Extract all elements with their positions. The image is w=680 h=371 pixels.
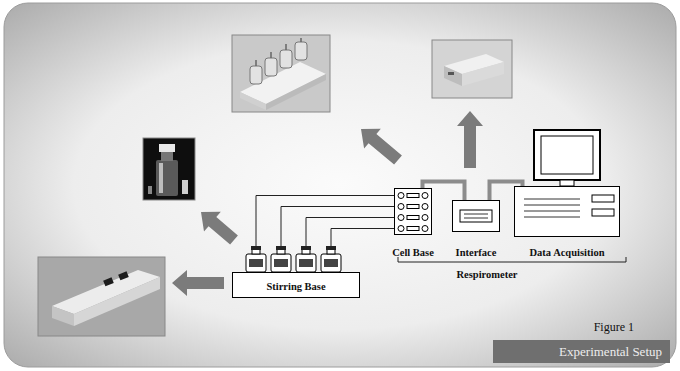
cell-base-photo-part xyxy=(250,66,262,84)
interface-photo-part xyxy=(432,40,512,98)
pointer-arrow xyxy=(361,129,402,165)
shape-outline-part xyxy=(398,226,404,232)
shape-outline-part xyxy=(453,201,500,232)
label-holder: Data Acquisition xyxy=(514,242,620,260)
shape-outline-part xyxy=(321,254,341,272)
shape-outline-part xyxy=(407,216,419,220)
component-label: Cell Base xyxy=(392,246,434,259)
stirring-photo-part xyxy=(38,257,165,336)
cell-base-box: Cell Base xyxy=(389,188,437,260)
pointer-arrow xyxy=(201,212,238,245)
stirring-base-box: Stirring Base xyxy=(232,246,360,298)
bottle-photo-part xyxy=(161,151,173,161)
component-label: Interface xyxy=(456,246,497,259)
pointer-arrow xyxy=(172,270,224,296)
stirring-photo-part xyxy=(52,306,74,326)
shape-outline-part xyxy=(592,209,614,216)
shape-outline-part xyxy=(422,204,428,210)
shape-outline-part xyxy=(422,215,428,221)
bottle-photo xyxy=(143,138,195,200)
shape-outline-part xyxy=(395,189,432,235)
shape-outline-part xyxy=(398,193,404,199)
bottle-photo-part xyxy=(143,138,195,200)
bottle-cap xyxy=(276,246,286,250)
component-label: Stirring Base xyxy=(266,280,325,293)
bottle-cap xyxy=(301,246,311,250)
bottle-photo-part xyxy=(148,186,152,194)
shape-outline-part xyxy=(324,259,338,267)
shape-outline-part xyxy=(271,254,291,272)
shape-outline-part xyxy=(460,210,492,222)
cell-base-photo-part xyxy=(256,38,301,66)
pointer-arrow xyxy=(457,111,483,168)
stirring-photo-part xyxy=(74,277,160,326)
cell-base-photo-part xyxy=(265,58,277,76)
shape-outline-part xyxy=(398,204,404,210)
shape-outline-part xyxy=(407,194,419,198)
shape-outline-part xyxy=(560,180,574,186)
stirring-photo-part xyxy=(103,277,114,286)
shape-outline-part xyxy=(296,254,316,272)
shape-outline-part xyxy=(534,130,600,180)
shape-outline-part xyxy=(299,259,313,267)
label-holder: Interface xyxy=(452,242,500,260)
interface-photo-part xyxy=(448,72,454,75)
shape-outline xyxy=(514,129,620,237)
shape-outline-part xyxy=(407,227,419,231)
cell-base-photo xyxy=(232,35,330,112)
shape-holder xyxy=(394,188,432,235)
tubing-line xyxy=(256,196,395,247)
stirring-photo xyxy=(38,257,165,336)
shape-outline-part xyxy=(274,259,288,267)
interface-photo xyxy=(432,40,512,98)
shape-outline-part xyxy=(407,205,419,209)
bottle-cap xyxy=(326,246,336,250)
shape-outline-part xyxy=(524,199,580,217)
shape-outline xyxy=(394,188,432,235)
shape-outline-part xyxy=(249,259,263,267)
shape-outline-part xyxy=(541,136,593,174)
bottle-photo-part xyxy=(159,144,175,152)
bottle-holder xyxy=(232,246,360,272)
cell-base-photo-part xyxy=(232,35,330,112)
panel xyxy=(4,3,676,367)
bottle-photo-part xyxy=(159,163,163,193)
pointer-arrows xyxy=(172,111,483,296)
cell-base-photo-part xyxy=(266,74,326,110)
cell-base-photo-part xyxy=(240,92,266,110)
figure-number: Figure 1 xyxy=(594,320,634,334)
label-holder: Cell Base xyxy=(389,242,437,260)
shape-outline-part xyxy=(398,215,404,221)
shape-holder xyxy=(452,200,500,232)
shape-outline-part xyxy=(422,226,428,232)
shape-holder xyxy=(514,129,620,237)
cell-base-photo-part xyxy=(280,50,292,68)
stirring-plate: Stirring Base xyxy=(232,272,360,298)
component-label: Data Acquisition xyxy=(530,246,605,259)
shape-outline-part xyxy=(592,195,614,202)
shape-outline-part xyxy=(422,193,428,199)
bottle-cap xyxy=(251,246,261,250)
cell-base-photo-part xyxy=(295,42,307,60)
shape-outline xyxy=(232,246,360,272)
computer-box: Data Acquisition xyxy=(514,129,620,260)
interface-photo-part xyxy=(444,66,462,86)
shape-outline xyxy=(452,200,500,232)
caption-text: Experimental Setup xyxy=(559,340,662,363)
computer-cabinet xyxy=(515,187,620,237)
shape-outline-part xyxy=(246,254,266,272)
caption-band: Experimental Setup xyxy=(493,340,670,363)
stirring-photo-part xyxy=(118,271,129,280)
bottle-photo-part xyxy=(182,180,188,194)
bottle-photo-part xyxy=(156,160,178,196)
shape-outline-part xyxy=(464,214,488,218)
interface-box: Interface xyxy=(452,200,500,260)
interface-photo-part xyxy=(462,62,504,86)
group-label: Respirometer xyxy=(456,268,517,282)
